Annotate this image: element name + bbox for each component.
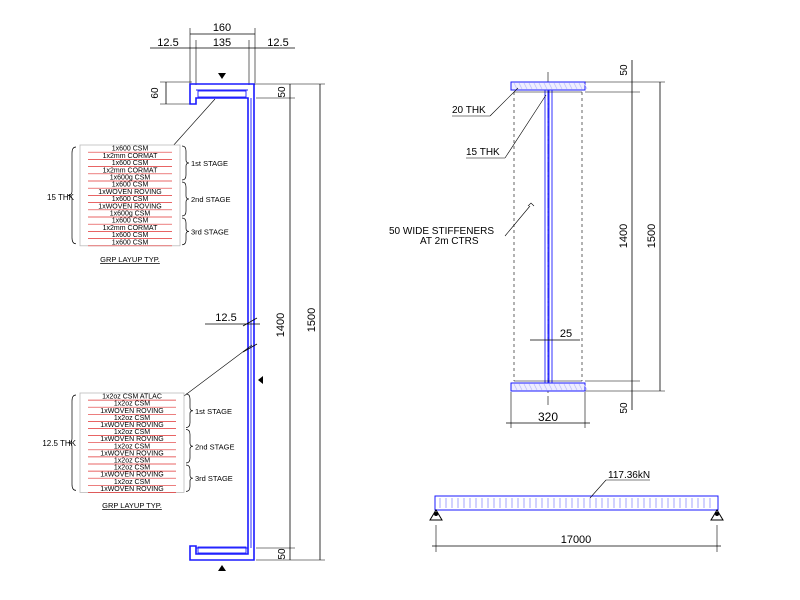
layup-stage: 1st STAGE <box>195 407 232 416</box>
dim-web-height: 1400 <box>275 313 287 337</box>
layup-item: 1x2oz CSM <box>114 465 150 472</box>
layup-item: 1x600 CSM <box>112 182 149 189</box>
dim-web-thk: 12.5 <box>215 312 236 324</box>
dim-ib-inner-height: 1400 <box>618 224 630 248</box>
layup-item: 1xWOVEN ROVING <box>100 472 163 479</box>
channel-outer <box>189 83 255 561</box>
layup-item: 1xWOVEN ROVING <box>100 436 163 443</box>
layup-item: 1x2mm CORMAT <box>103 167 158 174</box>
layup-item: 1x600 CSM <box>112 239 149 246</box>
layup-stage: 2nd STAGE <box>191 195 230 204</box>
layup-item: 1x2oz CSM <box>114 458 150 465</box>
layup-item: 1x2oz CSM <box>114 443 150 450</box>
marker-top <box>218 73 226 79</box>
layup-item: 1xWOVEN ROVING <box>100 486 163 493</box>
layup-caption: GRP LAYUP TYP. <box>102 501 162 510</box>
beam-loading: 117.36kN 17000 <box>429 470 724 552</box>
layup-stage: 2nd STAGE <box>195 442 234 451</box>
layup-item: 1x2oz CSM <box>114 429 150 436</box>
layup-item: 1x2oz CSM <box>114 401 150 408</box>
support-left <box>429 509 443 521</box>
dim-left-thk: 12.5 <box>157 37 178 49</box>
label-load: 117.36kN <box>608 470 650 481</box>
dim-flange-bottom: 50 <box>277 548 288 560</box>
layup-item: 1xWOVEN ROVING <box>98 189 161 196</box>
layup-item: 1x600g CSM <box>110 175 151 182</box>
layup-caption: GRP LAYUP TYP. <box>100 255 160 264</box>
dim-ib-width: 320 <box>538 410 558 424</box>
layup-item: 1x600g CSM <box>110 211 151 218</box>
layup-item: 1x600 CSM <box>112 218 149 225</box>
label-web-thk: 15 THK <box>466 147 500 158</box>
channel-section: 160 135 12.5 12.5 60 12.5 50 <box>150 22 325 571</box>
layup-item: 1xWOVEN ROVING <box>100 422 163 429</box>
label-flange-thk: 20 THK <box>452 105 486 116</box>
layup-stage: 3rd STAGE <box>191 227 229 236</box>
layup-item: 1x600 CSM <box>112 146 149 153</box>
dim-flange-top: 50 <box>277 86 288 98</box>
dim-lip-height: 60 <box>150 87 161 99</box>
label-stiffeners-1: 50 WIDE STIFFENERS <box>389 226 494 237</box>
layup-item: 1x2mm CORMAT <box>103 153 158 160</box>
layup-item: 1x600 CSM <box>112 196 149 203</box>
layup-thickness: 12.5 THK <box>42 439 76 448</box>
dim-ib-top-flange: 50 <box>619 64 630 76</box>
dim-ib-web-gap: 25 <box>560 328 572 340</box>
layup-stage: 3rd STAGE <box>195 474 233 483</box>
layup-item: 1xWOVEN ROVING <box>100 450 163 457</box>
layup-item: 1x2mm CORMAT <box>103 225 158 232</box>
layup-item: 1x600 CSM <box>112 232 149 239</box>
marker-web <box>258 376 263 384</box>
layup-item: 1x2oz CSM <box>114 415 150 422</box>
dim-inner-width: 135 <box>213 37 231 49</box>
layup-item: 1x600 CSM <box>112 160 149 167</box>
dim-ib-overall-height: 1500 <box>646 224 658 248</box>
marker-bottom <box>218 565 226 571</box>
layup-item: 1x2oz CSM ATLAC <box>102 394 162 401</box>
layup-item: 1x2oz CSM <box>114 479 150 486</box>
dim-ib-bottom-flange: 50 <box>619 402 630 414</box>
label-stiffeners-2: AT 2m CTRS <box>420 236 479 247</box>
dim-span: 17000 <box>561 534 592 546</box>
dim-overall-height: 1500 <box>306 308 318 332</box>
layup-thickness: 15 THK <box>47 193 75 202</box>
dim-right-thk: 12.5 <box>267 37 288 49</box>
layup-stage: 1st STAGE <box>191 159 228 168</box>
udl-band <box>434 495 719 511</box>
dim-overall-width: 160 <box>213 22 231 34</box>
ibeam-section: 50 1400 1500 50 320 25 20 THK 15 THK 50 … <box>389 60 665 428</box>
support-right <box>710 509 724 521</box>
layup-item: 1xWOVEN ROVING <box>98 203 161 210</box>
layup-item: 1xWOVEN ROVING <box>100 408 163 415</box>
